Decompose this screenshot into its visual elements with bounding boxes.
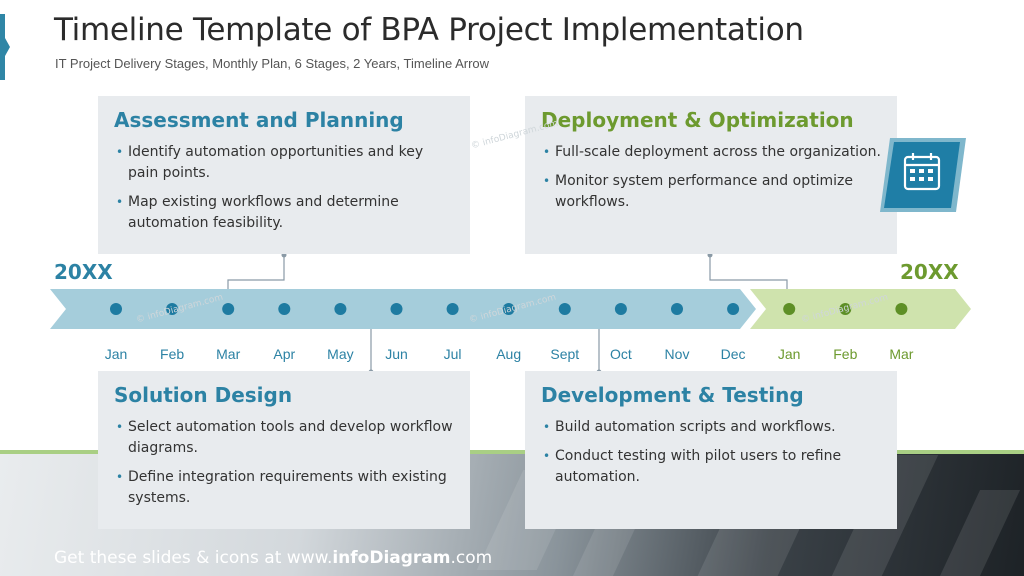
stage-title: Solution Design bbox=[114, 383, 293, 407]
page-title: Timeline Template of BPA Project Impleme… bbox=[54, 12, 804, 48]
bullet-item: •Conduct testing with pilot users to ref… bbox=[543, 448, 842, 485]
bullet-item: •Define integration requirements with ex… bbox=[116, 469, 447, 506]
timeline-arrow-year1 bbox=[50, 289, 756, 329]
timeline-dot bbox=[614, 303, 627, 315]
month-label: Jan bbox=[777, 346, 801, 362]
stage-card-deployment: Deployment & Optimization •Full-scale de… bbox=[525, 96, 897, 254]
month-label: May bbox=[327, 346, 354, 362]
bullet-item: •Full-scale deployment across the organi… bbox=[543, 144, 881, 160]
timeline-dot bbox=[278, 303, 291, 315]
stage-title: Development & Testing bbox=[541, 383, 804, 407]
month-label: Apr bbox=[273, 346, 296, 362]
page-subtitle: IT Project Delivery Stages, Monthly Plan… bbox=[55, 56, 490, 71]
stage-bullets: •Full-scale deployment across the organi… bbox=[541, 142, 881, 213]
month-label: Sept bbox=[550, 346, 580, 362]
month-label: Nov bbox=[664, 346, 690, 362]
month-label: Mar bbox=[889, 346, 914, 362]
stage-card-development: Development & Testing •Build automation … bbox=[525, 371, 897, 529]
timeline-dot bbox=[671, 303, 683, 315]
month-label: Aug bbox=[496, 346, 522, 362]
timeline-dot bbox=[895, 303, 908, 315]
month-label: Jun bbox=[385, 346, 408, 362]
timeline-dot bbox=[502, 303, 515, 315]
month-label: Dec bbox=[720, 346, 746, 362]
timeline-dot bbox=[839, 303, 852, 315]
timeline-dot bbox=[166, 303, 179, 315]
year-label-end: 20XX bbox=[900, 260, 959, 284]
month-label: Jan bbox=[104, 346, 128, 362]
month-label: Jul bbox=[443, 346, 462, 362]
timeline-dot bbox=[222, 303, 235, 315]
month-label: Feb bbox=[833, 346, 858, 362]
stage-title: Deployment & Optimization bbox=[541, 108, 854, 132]
bullet-item: •Identify automation opportunities and k… bbox=[116, 144, 424, 181]
stage-bullets: •Build automation scripts and workflows.… bbox=[541, 417, 881, 488]
bullet-item: •Map existing workflows and determine au… bbox=[116, 194, 399, 231]
calendar-icon bbox=[880, 138, 966, 212]
stage-card-solution: Solution Design •Select automation tools… bbox=[98, 371, 470, 529]
month-label: Mar bbox=[216, 346, 241, 362]
bullet-item: •Monitor system performance and optimize… bbox=[543, 173, 853, 210]
footer-text: Get these slides & icons at www.infoDiag… bbox=[54, 548, 493, 568]
timeline-dot bbox=[727, 303, 740, 315]
month-label: Oct bbox=[610, 346, 632, 362]
stage-title: Assessment and Planning bbox=[114, 108, 404, 132]
timeline-dot bbox=[110, 303, 122, 315]
timeline-arrow-year2 bbox=[750, 289, 971, 329]
bullet-item: •Select automation tools and develop wor… bbox=[116, 419, 453, 456]
timeline-dot bbox=[446, 303, 459, 315]
accent-tab bbox=[0, 14, 10, 80]
stage-bullets: •Identify automation opportunities and k… bbox=[114, 142, 454, 234]
timeline-dot bbox=[390, 303, 403, 315]
timeline-dot bbox=[558, 303, 571, 315]
timeline-dot bbox=[334, 303, 347, 315]
year-label-start: 20XX bbox=[54, 260, 113, 284]
stage-bullets: •Select automation tools and develop wor… bbox=[114, 417, 454, 509]
stage-card-assessment: Assessment and Planning •Identify automa… bbox=[98, 96, 470, 254]
month-label: Feb bbox=[160, 346, 185, 362]
timeline-dot bbox=[783, 303, 796, 315]
bullet-item: •Build automation scripts and workflows. bbox=[543, 419, 836, 435]
